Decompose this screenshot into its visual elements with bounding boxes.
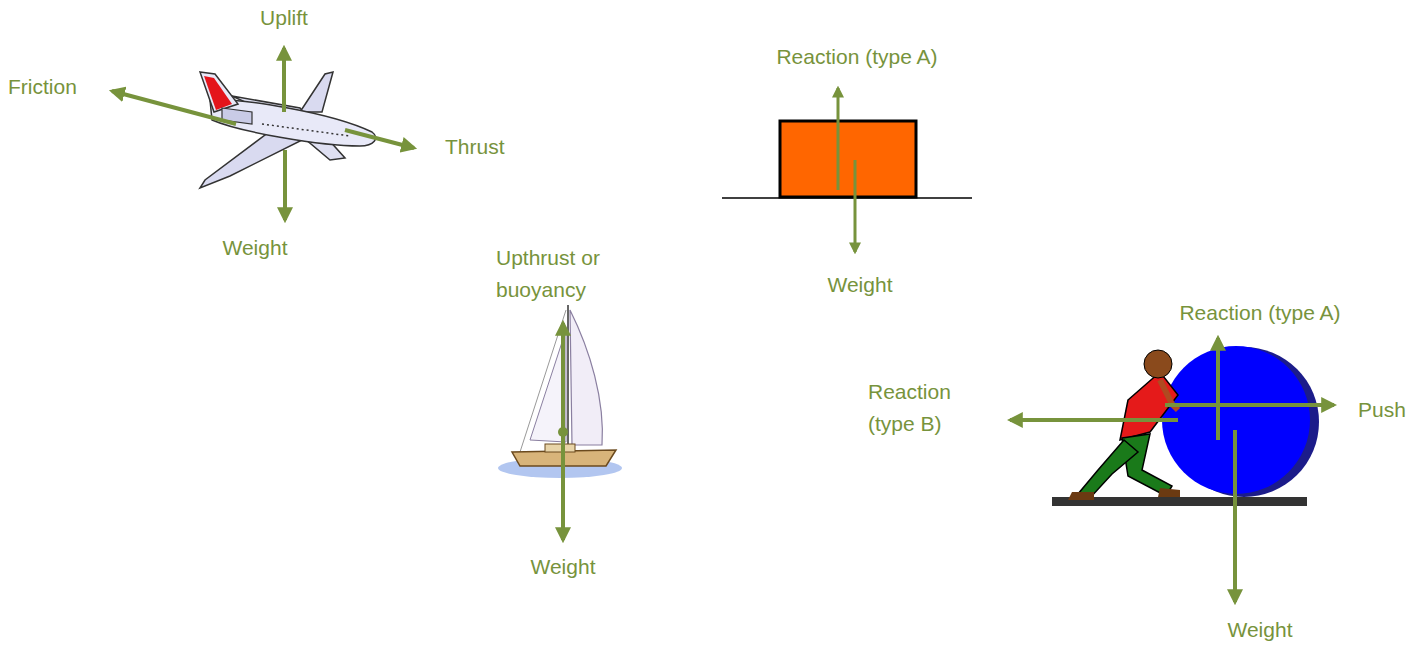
force-label: Weight: [828, 269, 893, 301]
force-label: Weight: [531, 551, 596, 583]
force-label: Weight: [1228, 614, 1293, 646]
force-arrow: [561, 432, 565, 540]
force-arrow: [1010, 418, 1178, 422]
force-origin: [558, 427, 568, 437]
force-label: Upthrust or buoyancy: [496, 242, 646, 306]
ball: [1162, 346, 1319, 497]
force-arrow: [837, 88, 840, 190]
sailing-boat: [498, 305, 622, 478]
force-label: Push: [1358, 394, 1406, 426]
force-arrow: [345, 130, 414, 148]
force-label: Friction: [8, 71, 77, 103]
force-arrow: [1216, 338, 1220, 440]
person: [1068, 350, 1180, 500]
force-label: Reaction (type A): [1179, 297, 1340, 329]
force-arrow: [854, 160, 857, 252]
force-arrow: [1233, 430, 1237, 602]
force-label: Reaction (type A): [776, 41, 937, 73]
force-label: Reaction (type B): [868, 376, 978, 440]
force-arrow: [282, 48, 286, 112]
force-arrow: [561, 323, 565, 432]
block: [780, 121, 916, 197]
force-arrow: [1165, 403, 1334, 407]
force-arrow: [112, 91, 236, 124]
force-label: Weight: [223, 232, 288, 264]
force-label: Thrust: [445, 131, 505, 163]
force-label: Uplift: [260, 2, 308, 34]
force-arrow: [283, 150, 287, 220]
